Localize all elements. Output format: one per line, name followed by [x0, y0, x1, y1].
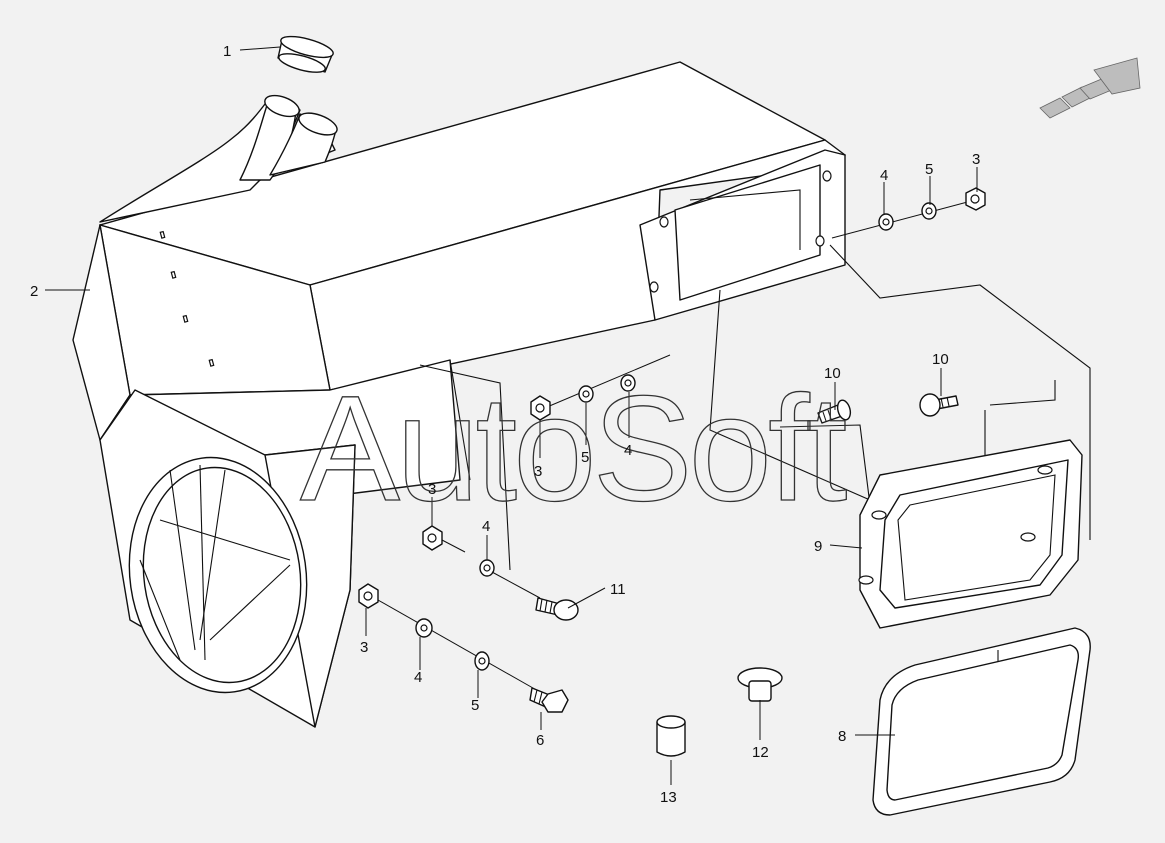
- cap-part-1: [277, 35, 334, 73]
- callout-3: 3: [534, 463, 542, 480]
- callout-9: 9: [814, 538, 822, 555]
- callout-1: 1: [223, 43, 231, 60]
- callout-5: 5: [925, 161, 933, 178]
- watermark-text: AutoSoft: [300, 364, 847, 532]
- callout-11: 11: [610, 581, 626, 598]
- direction-arrow-icon: [1039, 57, 1141, 119]
- rear-duct-body: [419, 244, 1091, 571]
- callout-4: 4: [624, 442, 632, 459]
- callout-12: 12: [752, 744, 769, 761]
- callout-4: 4: [880, 167, 888, 184]
- hardware-fasteners: [358, 187, 986, 757]
- flange-frame-part-9: [858, 439, 1083, 629]
- callout-10: 10: [932, 351, 949, 368]
- bolt-part-10-a: [817, 399, 852, 424]
- callout-4: 4: [482, 518, 490, 535]
- callout-labels: 1 2 3 4 5 3 5 4 3 4 3 4 5 6 11 10 10 9 8…: [30, 43, 980, 806]
- callout-5: 5: [581, 449, 589, 466]
- callout-3: 3: [360, 639, 368, 656]
- callout-2: 2: [30, 283, 38, 300]
- callout-3: 3: [972, 151, 980, 168]
- fan-shroud: [99, 389, 356, 728]
- bolt-part-10-b: [919, 393, 959, 417]
- bushing-part-13: [656, 715, 686, 757]
- bolt-part-6: [529, 687, 569, 713]
- callout-13: 13: [660, 789, 677, 806]
- callout-3: 3: [428, 481, 436, 498]
- callout-leaders: [45, 46, 978, 785]
- callout-10: 10: [824, 365, 841, 382]
- gasket-part-8: [872, 627, 1091, 816]
- callout-6: 6: [536, 732, 544, 749]
- bolt-part-11: [535, 597, 579, 621]
- duct-flange-opening: [639, 149, 846, 321]
- callout-8: 8: [838, 728, 846, 745]
- callout-4: 4: [414, 669, 422, 686]
- rivet-part-12: [737, 667, 783, 702]
- callout-5: 5: [471, 697, 479, 714]
- inlet-pipes: [99, 94, 338, 223]
